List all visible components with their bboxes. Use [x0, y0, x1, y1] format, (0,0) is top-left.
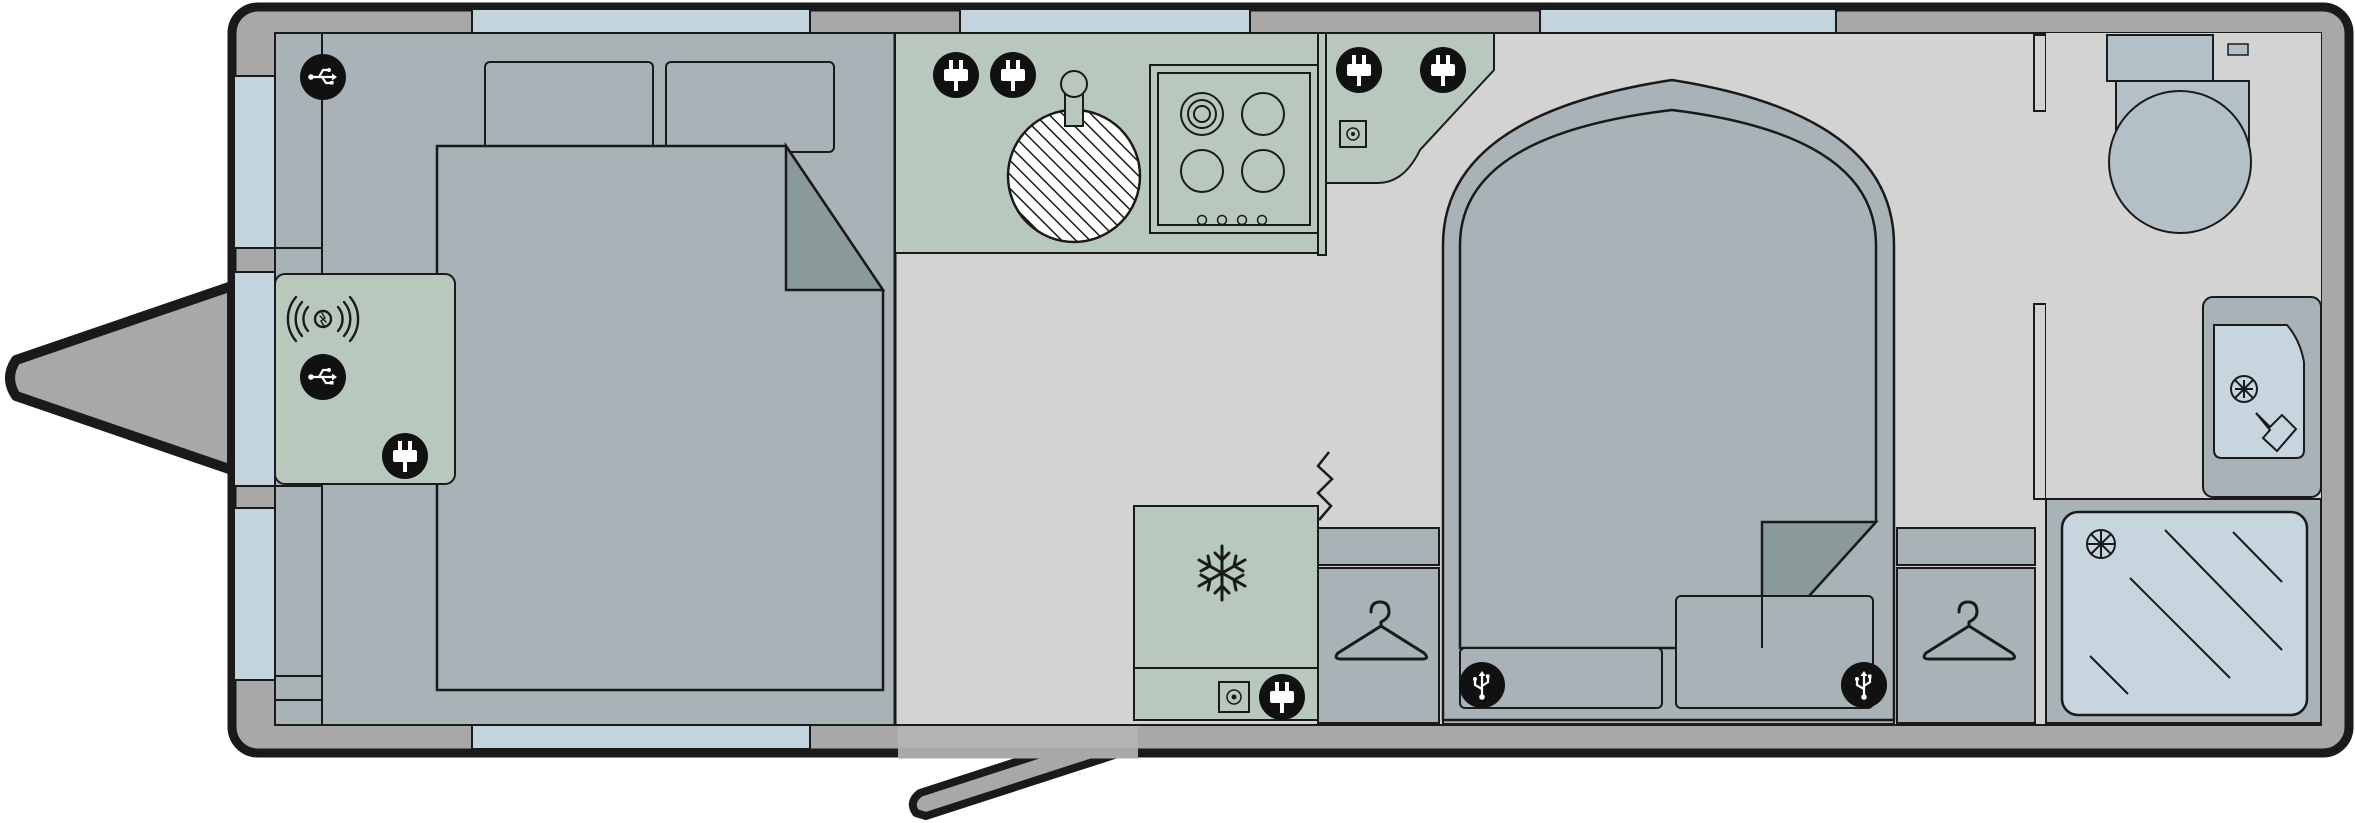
basin-icon: [2202, 296, 2322, 498]
usb-icon: [1459, 662, 1505, 708]
door-opening: [898, 724, 1138, 750]
bed-duvet-fold: [784, 141, 886, 292]
circular-sink-icon: [1006, 108, 1142, 244]
usb-icon: [300, 54, 346, 100]
mains-socket-icon: [933, 52, 979, 98]
window-top-2: [959, 8, 1251, 34]
hanger-icon: [1922, 600, 2017, 661]
usb-icon: [300, 354, 346, 400]
mains-socket-icon: [1336, 47, 1382, 93]
usb-icon: [1841, 662, 1887, 708]
tv-point-icon: [1339, 120, 1367, 148]
heater-icon: [1316, 451, 1334, 521]
wireless-charger-icon: [286, 295, 360, 343]
wardrobe-left: [1317, 527, 1440, 724]
windows: [233, 8, 1837, 750]
hanger-icon: [1334, 600, 1429, 661]
washroom-divider-bottom: [2033, 303, 2047, 500]
mains-socket-icon: [1420, 47, 1466, 93]
gas-hob-icon: [1149, 64, 1319, 234]
washroom-divider-top: [2033, 34, 2047, 112]
pillow-right: [665, 61, 835, 153]
fixed-double-bed: [435, 144, 885, 692]
snowflake-icon: [1197, 544, 1247, 602]
kitchen-end-panel: [1317, 32, 1327, 256]
window-front-2: [233, 271, 276, 487]
island-bed-mattress: [1458, 108, 1878, 650]
window-bottom-1: [471, 724, 811, 750]
mains-socket-icon: [990, 52, 1036, 98]
shower-tray-icon: [2045, 498, 2322, 724]
tap-icon: [1060, 70, 1088, 127]
pillow-left: [484, 61, 654, 153]
bedside-table-right: [1675, 595, 1874, 709]
a-frame-hitch: [5, 281, 237, 475]
mains-socket-icon: [1259, 674, 1305, 720]
bedside-table-left: [1459, 647, 1663, 709]
mains-socket-icon: [382, 433, 428, 479]
window-top-1: [471, 8, 811, 34]
wardrobe-right: [1896, 527, 2036, 724]
window-front-3: [233, 507, 276, 681]
toilet-icon: [2106, 34, 2252, 234]
window-top-3: [1539, 8, 1837, 34]
tv-point-icon: [1218, 681, 1250, 713]
window-front-1: [233, 75, 276, 249]
